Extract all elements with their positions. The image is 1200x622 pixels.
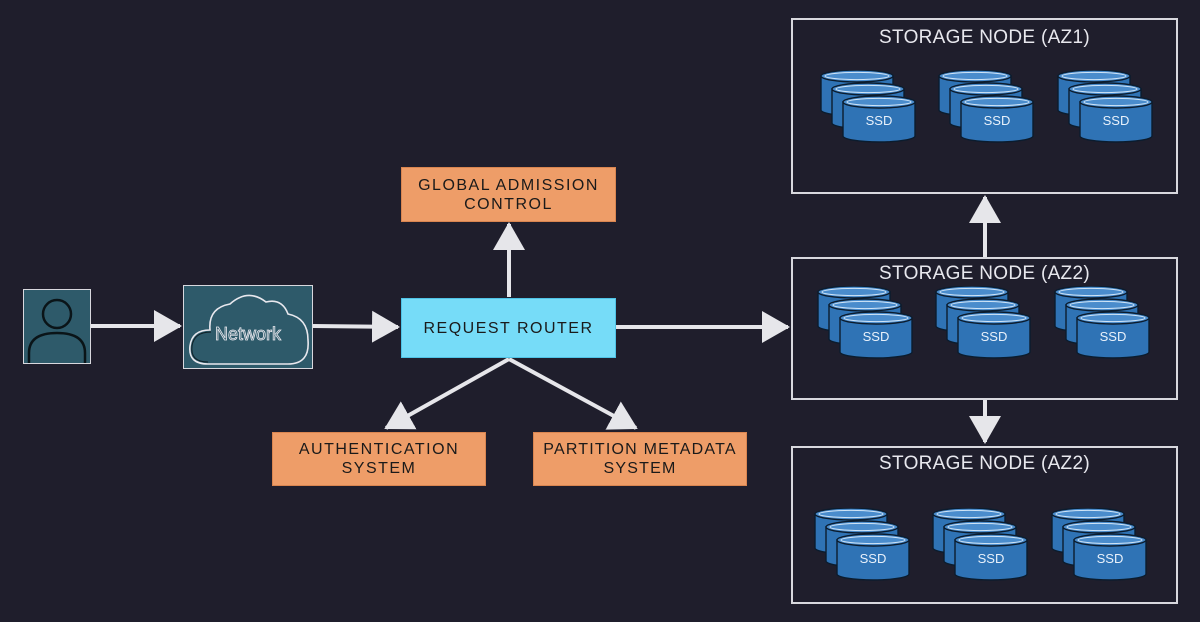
ssd-group: SSD SSD SSD — [814, 508, 1147, 581]
storage-node-title: STORAGE NODE (AZ1) — [879, 27, 1090, 48]
ssd-label: SSD — [863, 329, 890, 344]
global-admission-control: GLOBAL ADMISSION CONTROL — [401, 167, 616, 222]
ssd-label: SSD — [1100, 329, 1127, 344]
ssd-label: SSD — [978, 551, 1005, 566]
arrow-router-to-auth — [384, 357, 510, 430]
ssd-stack: SSD — [938, 70, 1034, 143]
ssd-disk-icon: SSD — [1073, 533, 1147, 581]
user-node — [23, 289, 91, 364]
ssd-stack: SSD — [820, 70, 916, 143]
storage-node-az2: STORAGE NODE (AZ2) SSD SSD SSD — [791, 257, 1178, 400]
storage-node-title: STORAGE NODE (AZ2) — [879, 263, 1090, 284]
storage-node-az1: STORAGE NODE (AZ1) SSD SSD SSD — [791, 18, 1178, 194]
ssd-stack: SSD — [817, 286, 913, 359]
auth-label-line2: SYSTEM — [341, 460, 417, 477]
storage-node-title: STORAGE NODE (AZ2) — [879, 453, 1090, 474]
cloud-icon — [189, 294, 309, 365]
ssd-label: SSD — [1103, 113, 1130, 128]
ssd-group: SSD SSD SSD — [817, 286, 1150, 359]
ssd-disk-icon: SSD — [1079, 95, 1153, 143]
authentication-system: AUTHENTICATION SYSTEM — [272, 432, 486, 486]
ssd-disk-icon: SSD — [960, 95, 1034, 143]
ssd-label: SSD — [984, 113, 1011, 128]
admission-label-line1: GLOBAL ADMISSION — [418, 176, 599, 194]
ssd-disk-icon: SSD — [842, 95, 916, 143]
network-label: Network — [214, 324, 282, 345]
arrow-router-to-partition — [508, 357, 638, 430]
auth-label-line1: AUTHENTICATION — [298, 441, 460, 458]
storage-node-az2-b: STORAGE NODE (AZ2) SSD SSD SSD — [791, 446, 1178, 604]
ssd-disk-icon: SSD — [954, 533, 1028, 581]
ssd-stack: SSD — [1054, 286, 1150, 359]
ssd-disk-icon: SSD — [957, 311, 1031, 359]
ssd-stack: SSD — [1057, 70, 1153, 143]
ssd-label: SSD — [1097, 551, 1124, 566]
ssd-label: SSD — [866, 113, 893, 128]
ssd-stack: SSD — [935, 286, 1031, 359]
ssd-disk-icon: SSD — [839, 311, 913, 359]
ssd-disk-icon: SSD — [1076, 311, 1150, 359]
user-icon — [27, 298, 87, 363]
partition-label-line1: PARTITION METADATA — [543, 441, 737, 458]
partition-metadata-system: PARTITION METADATA SYSTEM — [533, 432, 747, 486]
ssd-stack: SSD — [932, 508, 1028, 581]
arrow-network-to-router — [312, 310, 400, 343]
partition-label-line2: SYSTEM — [603, 460, 677, 477]
ssd-label: SSD — [981, 329, 1008, 344]
ssd-stack: SSD — [814, 508, 910, 581]
request-router: REQUEST ROUTER — [401, 298, 616, 358]
admission-label-line2: CONTROL — [464, 195, 553, 213]
ssd-group: SSD SSD SSD — [820, 70, 1153, 143]
ssd-label: SSD — [860, 551, 887, 566]
ssd-disk-icon: SSD — [836, 533, 910, 581]
ssd-stack: SSD — [1051, 508, 1147, 581]
request-router-label: REQUEST ROUTER — [423, 319, 594, 337]
network-node: Network — [183, 285, 313, 369]
